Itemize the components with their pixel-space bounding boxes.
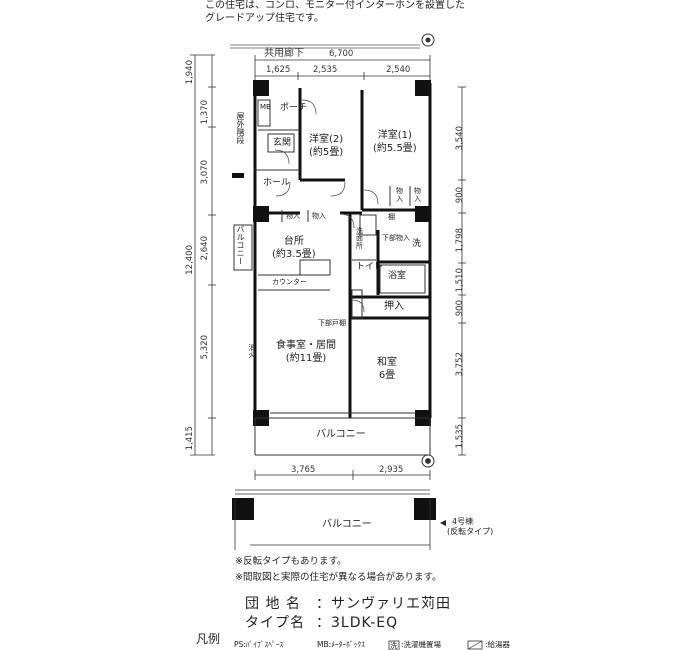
japanese-room: 和室 6畳 [377,357,397,382]
dim-top-total: 6,700 [329,49,354,59]
dim-left-e: 5,320 [200,335,210,360]
bath-label: 浴室 [388,271,407,281]
dim-left-c: 3,070 [200,160,210,185]
lower-cabinet-label: 下部戸棚 [318,319,346,327]
outside-stairs-label: 屋外階段 [236,112,245,144]
western-room-1-size: (約5.5畳) [373,142,417,154]
shelf-label: 棚 [388,213,395,221]
western-room-2-size: (約5畳) [309,146,344,158]
dimension-lines [190,54,466,480]
site-name-value: ：サンヴァリエ苅田 [316,596,451,612]
kitchen-label: 台所 [283,236,304,247]
dim-top-b: 2,535 [313,65,338,75]
building-note-2: (反転タイプ) [447,527,494,536]
hall-label: ホール [263,178,291,188]
legend-title: 凡例 [196,632,221,646]
living-dining: 食事室・居間 (約11畳) [276,340,336,365]
corridor-label: 共用廊下 [264,48,304,59]
storage-hall-1: 物入 [286,212,300,220]
balcony-label: バルコニー [316,429,366,440]
closet-label: 押入 [384,301,404,312]
note-disclaimer: ※間取図と実際の住宅が異なる場合があります。 [235,572,442,583]
living-label: 食事室・居間 [276,340,336,351]
dim-left-d: 2,640 [200,236,210,261]
dim-right-b: 900 [455,187,465,204]
dim-left-f: 1,415 [185,426,195,451]
dim-top-c: 2,540 [386,65,411,75]
dim-top-a: 1,625 [266,65,291,75]
dim-right-a: 3,540 [455,126,465,151]
legend-washer-mark: 洗 [390,641,398,650]
columns [232,80,436,520]
storage-w2-line1: 物 [414,187,421,195]
washroom-label: 洗面所 [356,227,363,250]
legend-washer: :洗濯機置場 [401,640,442,649]
western-room-2-label: 洋室(2) [309,134,344,145]
dim-right-g: 1,535 [455,424,465,449]
type-name-label: タイプ名 [245,615,305,631]
western-room-1-label: 洋室(1) [377,130,412,141]
door-swings [274,99,379,313]
legend-mb: MB:ﾒｰﾀｰﾎﾞｯｸｽ [317,640,365,649]
entrance-label: 玄関 [273,138,292,148]
storage-w1: 物 入 [396,187,403,203]
toilet-label: トイレ [356,262,384,272]
side-balcony-label: バルコニー [236,225,245,265]
interior-partitions [233,99,431,456]
dim-bottom-a: 3,765 [291,465,316,475]
note-reversed: ※反転タイプもあります。 [235,556,347,567]
storage-w1-line2: 入 [396,194,403,203]
lower-balcony [234,454,435,550]
japanese-label: 和室 [377,357,397,368]
storage-hall-2: 物入 [312,212,326,220]
storage-w2-line2: 入 [414,194,421,203]
dim-left-b: 1,370 [200,100,210,125]
mb-label: MB [260,103,271,111]
western-room-2: 洋室(2) (約5畳) [309,134,343,159]
type-name-value: ：3LDK-ΕQ [316,615,399,631]
fire-hydrant-label: 消火 [248,344,256,358]
site-name-label: 団 地 名 [245,596,301,612]
dim-left-total: 12,400 [185,245,195,275]
top-note-line2: グレードアップ住宅です。 [205,13,324,24]
dim-right-f: 3,752 [455,352,465,377]
storage-w2: 物 入 [414,187,421,203]
storage-w1-line1: 物 [396,187,403,195]
living-size: (約11畳) [285,352,327,364]
top-note-line1: この住宅は、コンロ、モニター付インターホンを設置した [205,0,465,11]
building-note-1: 4号棟 [452,517,474,526]
dim-right-e: 900 [455,300,465,317]
dim-left-a: 1,940 [185,60,195,85]
dim-right-d: 1,510 [455,268,465,293]
porch-label: ポーチ [280,103,308,113]
japanese-size: 6畳 [378,369,396,381]
exterior-walls [253,83,432,418]
western-room-1: 洋室(1) (約5.5畳) [373,130,417,155]
kitchen-size: (約3.5畳) [272,248,316,260]
common-corridor [230,33,435,49]
washer-place-mark: 洗 [412,239,422,249]
lower-storage-label: 下部物入 [382,234,410,242]
lower-balcony-label: バルコニー [322,519,372,530]
legend-symbols [388,520,483,650]
dim-right-c: 1,798 [455,228,465,253]
counter-label: カウンター [272,278,307,286]
dim-bottom-b: 2,935 [379,465,404,475]
legend-ps: PS:ﾊﾟｲﾌﾟｽﾍﾟｰｽ [234,640,284,649]
kitchen: 台所 (約3.5畳) [272,236,316,261]
legend-heater: :給湯器 [485,640,511,649]
